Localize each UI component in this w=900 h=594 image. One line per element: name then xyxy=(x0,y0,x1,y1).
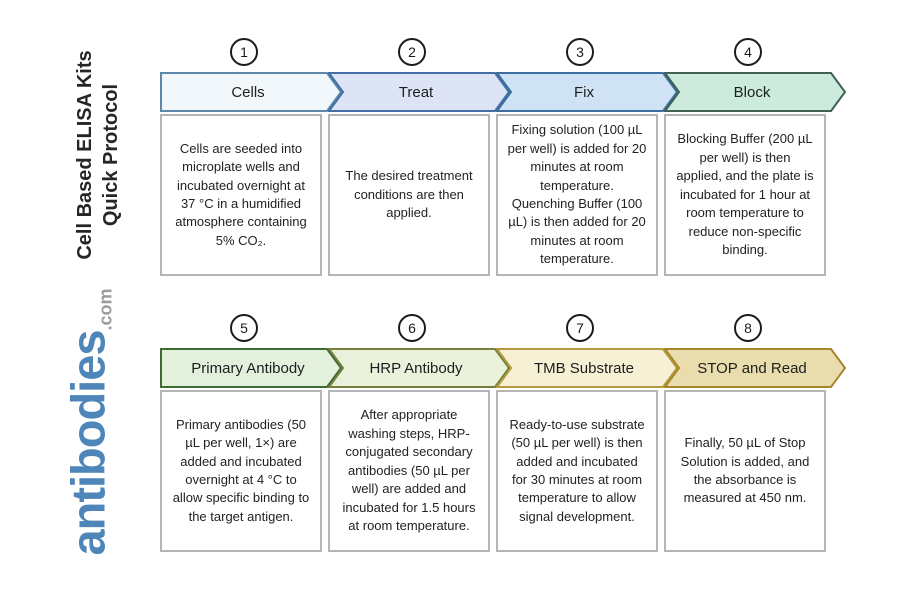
step-header-arrow xyxy=(664,72,846,112)
step-header-arrow xyxy=(496,72,678,112)
brand-logo-suffix: .com xyxy=(95,288,116,331)
step-number-badge: 3 xyxy=(566,38,594,66)
arrow-shape xyxy=(664,72,846,112)
arrow-shape xyxy=(328,348,510,388)
step-cell-3: 3 Fix Fixing solution (100 µL per well) … xyxy=(496,38,678,278)
step-header-arrow xyxy=(328,348,510,388)
step-header-label: Cells xyxy=(231,83,265,101)
arrow-shape xyxy=(160,72,342,112)
step-header-label: HRP Antibody xyxy=(369,359,463,377)
arrow-shape xyxy=(496,348,678,388)
arrow-shape xyxy=(496,72,678,112)
step-header-arrow xyxy=(496,348,678,388)
step-number-badge: 2 xyxy=(398,38,426,66)
step-cell-2: 2 Treat The desired treatment conditions… xyxy=(328,38,510,278)
step-description: Blocking Buffer (200 µL per well) is the… xyxy=(664,114,826,276)
page-title-line1: Cell Based ELISA Kits xyxy=(74,50,96,260)
step-header-arrow xyxy=(328,72,510,112)
step-description: The desired treatment conditions are the… xyxy=(328,114,490,276)
step-number-badge: 6 xyxy=(398,314,426,342)
brand-logo-text: antibodies xyxy=(61,330,115,556)
step-header-label: STOP and Read xyxy=(697,359,807,377)
page-title-line2: Quick Protocol xyxy=(100,83,122,227)
flow-row-2: 5 Primary Antibody Primary antibodies (5… xyxy=(160,314,860,554)
step-description: After appropriate washing steps, HRP-con… xyxy=(328,390,490,552)
flow-row-1: 1 Cells Cells are seeded into microplate… xyxy=(160,38,860,278)
brand-logo: antibodies.com xyxy=(61,288,116,555)
arrow-shape xyxy=(160,348,342,388)
step-description: Ready-to-use substrate (50 µL per well) … xyxy=(496,390,658,552)
step-number-badge: 8 xyxy=(734,314,762,342)
step-number-badge: 5 xyxy=(230,314,258,342)
step-cell-6: 6 HRP Antibody After appropriate washing… xyxy=(328,314,510,554)
step-header-arrow xyxy=(664,348,846,388)
step-description: Finally, 50 µL of Stop Solution is added… xyxy=(664,390,826,552)
step-header-label: Primary Antibody xyxy=(191,359,305,377)
step-cell-8: 8 STOP and Read Finally, 50 µL of Stop S… xyxy=(664,314,846,554)
step-cell-7: 7 TMB Substrate Ready-to-use substrate (… xyxy=(496,314,678,554)
step-cell-4: 4 Block Blocking Buffer (200 µL per well… xyxy=(664,38,846,278)
step-header-label: Treat xyxy=(398,83,434,101)
step-cell-5: 5 Primary Antibody Primary antibodies (5… xyxy=(160,314,342,554)
step-header-label: Block xyxy=(733,83,771,101)
step-header-label: TMB Substrate xyxy=(533,359,635,377)
arrow-shape xyxy=(328,72,510,112)
step-cell-1: 1 Cells Cells are seeded into microplate… xyxy=(160,38,342,278)
step-number-badge: 7 xyxy=(566,314,594,342)
step-header-arrow xyxy=(160,72,342,112)
step-description: Fixing solution (100 µL per well) is add… xyxy=(496,114,658,276)
step-description: Cells are seeded into microplate wells a… xyxy=(160,114,322,276)
step-header-arrow xyxy=(160,348,342,388)
step-number-badge: 1 xyxy=(230,38,258,66)
step-header-label: Fix xyxy=(574,83,594,101)
arrow-shape xyxy=(664,348,846,388)
step-number-badge: 4 xyxy=(734,38,762,66)
page-title: Cell Based ELISA Kits Quick Protocol xyxy=(72,50,124,259)
step-description: Primary antibodies (50 µL per well, 1×) … xyxy=(160,390,322,552)
